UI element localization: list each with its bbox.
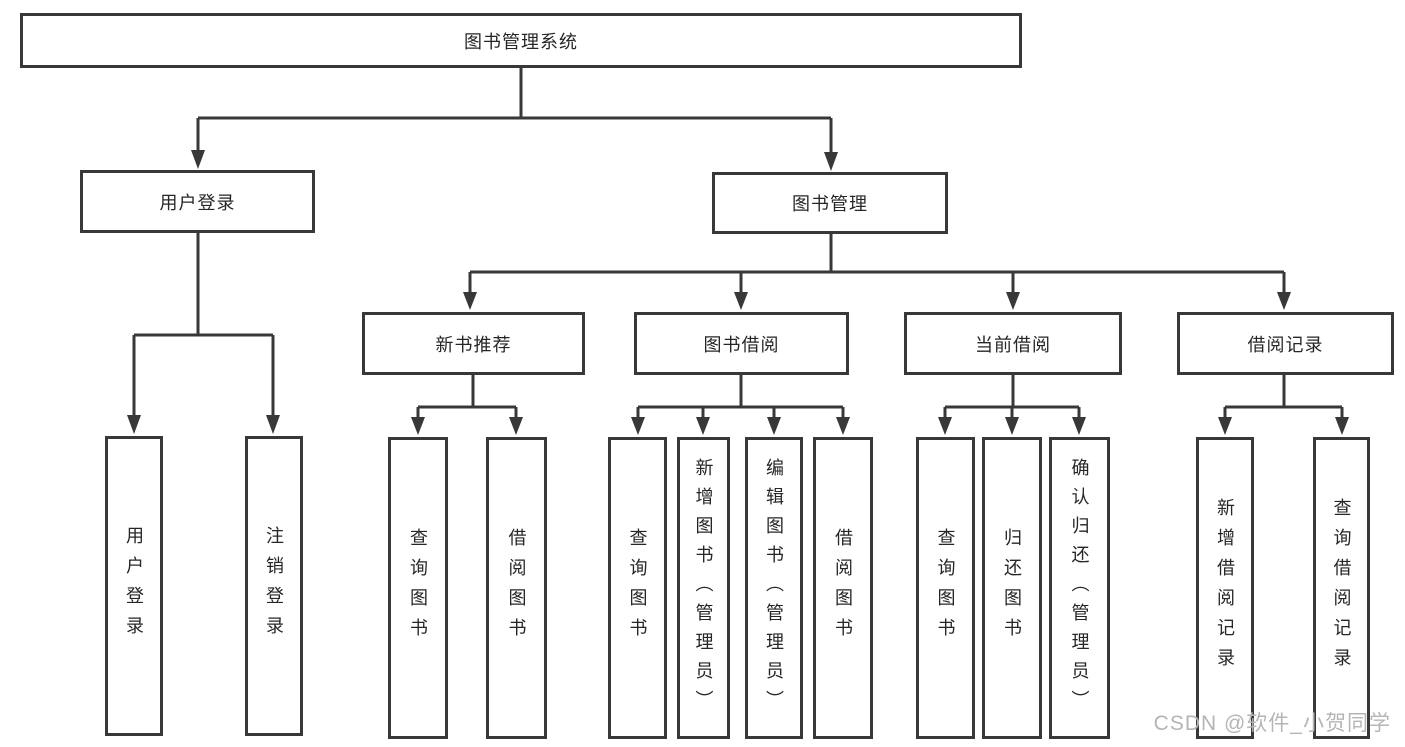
leaf-user-login: 用户登录	[105, 436, 163, 736]
leaf-edit-book-admin: 编辑图书（管理员）	[745, 437, 803, 739]
leaf-query-books-1: 查询图书	[388, 437, 448, 739]
leaf-add-borrow-record: 新增借阅记录	[1196, 437, 1254, 739]
leaf-user-login-label: 用户登录	[124, 526, 144, 646]
leaf-logout-login-label: 注销登录	[264, 526, 284, 646]
leaf-add-book-admin: 新增图书（管理员）	[677, 437, 730, 739]
leaf-borrow-books-2-label: 借阅图书	[833, 528, 853, 648]
watermark: CSDN @软件_小贺同学	[1153, 712, 1391, 735]
node-new-book-recommend: 新书推荐	[362, 312, 585, 375]
leaf-query-borrow-record: 查询借阅记录	[1313, 437, 1370, 739]
leaf-return-book: 归还图书	[982, 437, 1042, 739]
leaf-add-borrow-record-label: 新增借阅记录	[1215, 498, 1235, 678]
leaf-edit-book-admin-label: 编辑图书（管理员）	[764, 457, 784, 719]
node-user-login: 用户登录	[80, 170, 315, 233]
connector-new-book-rec-children	[411, 375, 523, 435]
node-borrow-records: 借阅记录	[1177, 312, 1394, 375]
leaf-logout-login: 注销登录	[245, 436, 303, 736]
leaf-borrow-books-1-label: 借阅图书	[506, 528, 527, 648]
node-book-borrow: 图书借阅	[634, 312, 849, 375]
leaf-confirm-return-admin-label: 确认归还（管理员）	[1069, 457, 1090, 719]
node-current-borrow: 当前借阅	[904, 312, 1122, 375]
leaf-query-books-2: 查询图书	[608, 437, 667, 739]
leaf-add-book-admin-label: 新增图书（管理员）	[693, 457, 714, 719]
leaf-query-books-1-label: 查询图书	[408, 528, 428, 648]
connector-borrow-record-children	[1218, 375, 1349, 435]
leaf-query-borrow-record-label: 查询借阅记录	[1331, 498, 1352, 678]
leaf-confirm-return-admin: 确认归还（管理员）	[1049, 437, 1110, 739]
leaf-query-books-3-label: 查询图书	[935, 528, 956, 648]
connector-current-borrow-children	[938, 375, 1086, 435]
leaf-return-book-label: 归还图书	[1002, 528, 1022, 648]
connector-root-to-level2	[191, 68, 838, 171]
leaf-borrow-books-1: 借阅图书	[486, 437, 547, 739]
leaf-query-books-3: 查询图书	[916, 437, 975, 739]
leaf-query-books-2-label: 查询图书	[627, 528, 648, 648]
leaf-borrow-books-2: 借阅图书	[813, 437, 873, 739]
node-book-management: 图书管理	[712, 172, 948, 234]
node-root: 图书管理系统	[20, 13, 1022, 68]
connector-user-login-children	[127, 233, 280, 434]
connector-book-mgmt-children	[463, 234, 1291, 310]
connector-book-borrow-children	[631, 375, 850, 435]
